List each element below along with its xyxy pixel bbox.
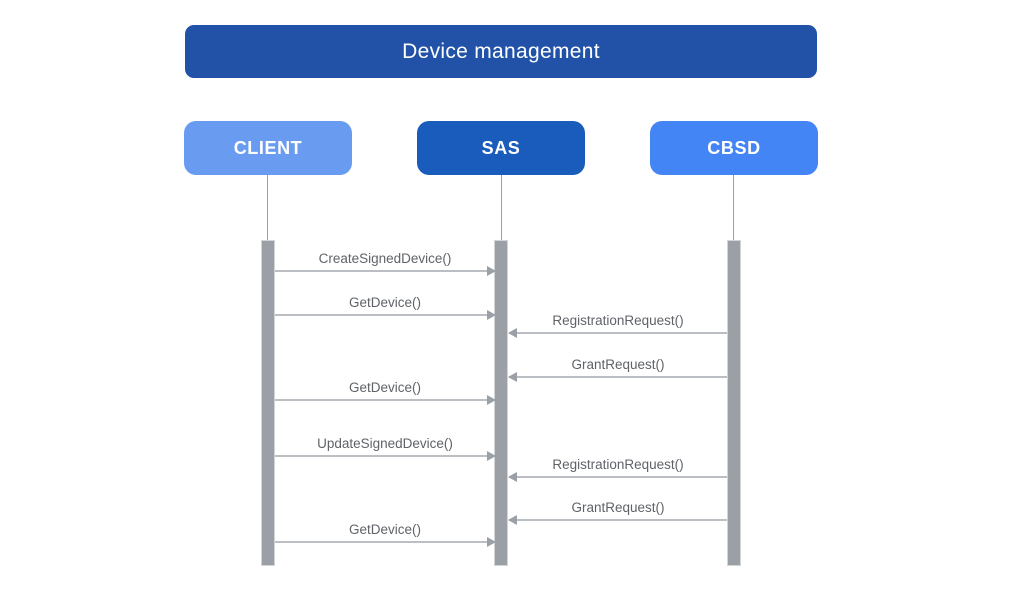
message-label: GetDevice() [348,295,421,310]
arrow-right-icon [275,537,496,547]
activation-bar-client [261,240,275,566]
message-update-signed-device: UpdateSignedDevice() [275,435,496,461]
message-label: RegistrationRequest() [552,313,684,328]
actor-sas: SAS [417,121,585,175]
lifeline-sas [501,175,502,240]
message-get-device-2: GetDevice() [275,379,496,405]
message-get-device-3: GetDevice() [275,521,496,547]
message-label: GetDevice() [348,522,421,537]
lifeline-client [267,175,268,240]
message-grant-request-2: GrantRequest() [508,499,727,525]
message-registration-request-1: RegistrationRequest() [508,312,727,338]
activation-bar-sas [494,240,508,566]
arrow-right-icon [275,451,496,461]
message-get-device-1: GetDevice() [275,294,496,320]
arrow-left-icon [508,328,727,338]
actor-cbsd: CBSD [650,121,818,175]
activation-bar-cbsd [727,240,741,566]
message-label: UpdateSignedDevice() [317,436,453,451]
arrow-right-icon [275,266,496,276]
arrow-left-icon [508,372,727,382]
arrow-right-icon [275,395,496,405]
message-label: GetDevice() [348,380,421,395]
actor-sas-label: SAS [481,137,521,158]
lifeline-cbsd [733,175,734,240]
message-registration-request-2: RegistrationRequest() [508,456,727,482]
message-grant-request-1: GrantRequest() [508,356,727,382]
arrow-left-icon [508,472,727,482]
actor-cbsd-label: CBSD [707,137,761,158]
actor-client-label: CLIENT [233,137,303,158]
diagram-title: Device management [402,39,600,63]
message-label: CreateSignedDevice() [318,251,452,266]
message-label: GrantRequest() [571,500,665,515]
arrow-right-icon [275,310,496,320]
arrow-left-icon [508,515,727,525]
message-label: GrantRequest() [571,357,665,372]
diagram-title-bar: Device management [185,25,817,78]
actor-client: CLIENT [184,121,352,175]
message-create-signed-device: CreateSignedDevice() [275,250,496,276]
message-label: RegistrationRequest() [552,457,684,472]
